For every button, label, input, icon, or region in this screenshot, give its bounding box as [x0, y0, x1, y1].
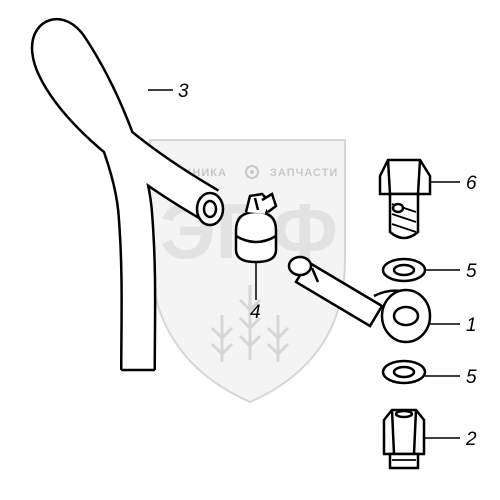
leader-lines: [148, 89, 460, 439]
callout-2: 2: [465, 429, 477, 450]
sealing-washer-lower: [381, 359, 427, 385]
hose-clamp-icon: [234, 192, 278, 264]
gear-icon: [245, 165, 259, 179]
callout-5-lower: 5: [466, 367, 477, 388]
hose-body: [33, 20, 218, 371]
callout-4: 4: [250, 302, 261, 323]
callout-3: 3: [178, 81, 189, 102]
callout-1: 1: [466, 315, 477, 336]
callout-numbers: 3 6 5 1 5 2 4: [178, 81, 477, 450]
sealing-washer-upper: [381, 257, 427, 283]
hose-bore: [202, 199, 218, 219]
wheat-icon: [210, 285, 290, 362]
banjo-bolt-icon: [378, 158, 432, 240]
hose: [30, 18, 225, 372]
banjo-fitting-icon: [287, 255, 432, 344]
callout-5-upper: 5: [466, 261, 477, 282]
watermark-text-right: ЗАПЧАСТИ: [270, 167, 338, 179]
adapter-nut-icon: [382, 408, 426, 470]
callout-6: 6: [466, 173, 477, 194]
